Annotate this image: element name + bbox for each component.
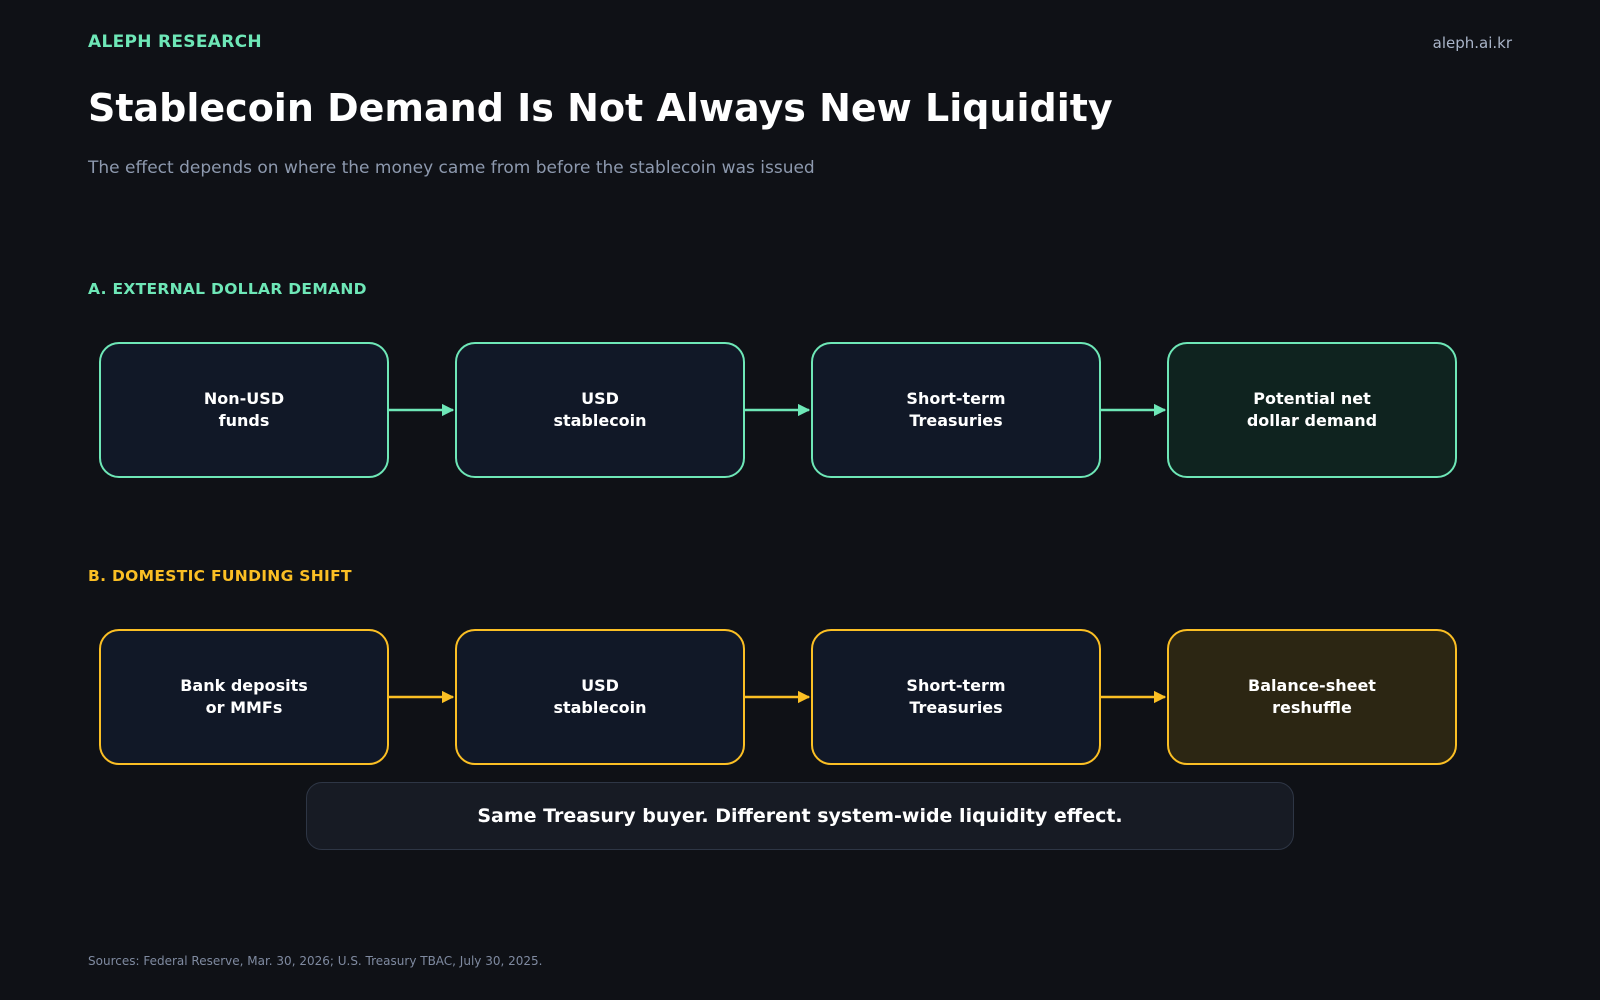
page-title: Stablecoin Demand Is Not Always New Liqu…	[88, 86, 1113, 130]
node-short-term-treasuries-b: Short-term Treasuries	[811, 629, 1101, 765]
node-label: Balance-sheet reshuffle	[1248, 675, 1376, 717]
node-label: Potential net dollar demand	[1246, 388, 1378, 430]
site-url[interactable]: aleph.ai.kr	[1432, 34, 1512, 52]
node-short-term-treasuries-a: Short-term Treasuries	[811, 342, 1101, 478]
node-non-usd-funds: Non-USD funds	[99, 342, 389, 478]
page-subtitle: The effect depends on where the money ca…	[88, 158, 815, 178]
callout-text: Same Treasury buyer. Different system-wi…	[477, 805, 1123, 827]
node-bank-deposits-or-mmfs: Bank deposits or MMFs	[99, 629, 389, 765]
node-label: Short-term Treasuries	[906, 675, 1006, 717]
node-label: Non-USD funds	[203, 388, 285, 430]
node-balance-sheet-reshuffle: Balance-sheet reshuffle	[1167, 629, 1457, 765]
sources-footnote: Sources: Federal Reserve, Mar. 30, 2026;…	[88, 954, 543, 968]
node-label: Short-term Treasuries	[906, 388, 1006, 430]
callout-box: Same Treasury buyer. Different system-wi…	[306, 782, 1294, 850]
section-b-label: B. DOMESTIC FUNDING SHIFT	[88, 567, 352, 585]
brand-logo-text: ALEPH RESEARCH	[88, 32, 262, 52]
node-label: USD stablecoin	[553, 388, 647, 430]
node-usd-stablecoin-b: USD stablecoin	[455, 629, 745, 765]
node-potential-net-dollar-demand: Potential net dollar demand	[1167, 342, 1457, 478]
section-a-label: A. EXTERNAL DOLLAR DEMAND	[88, 280, 367, 298]
node-label: Bank deposits or MMFs	[180, 675, 308, 717]
node-label: USD stablecoin	[553, 675, 647, 717]
node-usd-stablecoin-a: USD stablecoin	[455, 342, 745, 478]
